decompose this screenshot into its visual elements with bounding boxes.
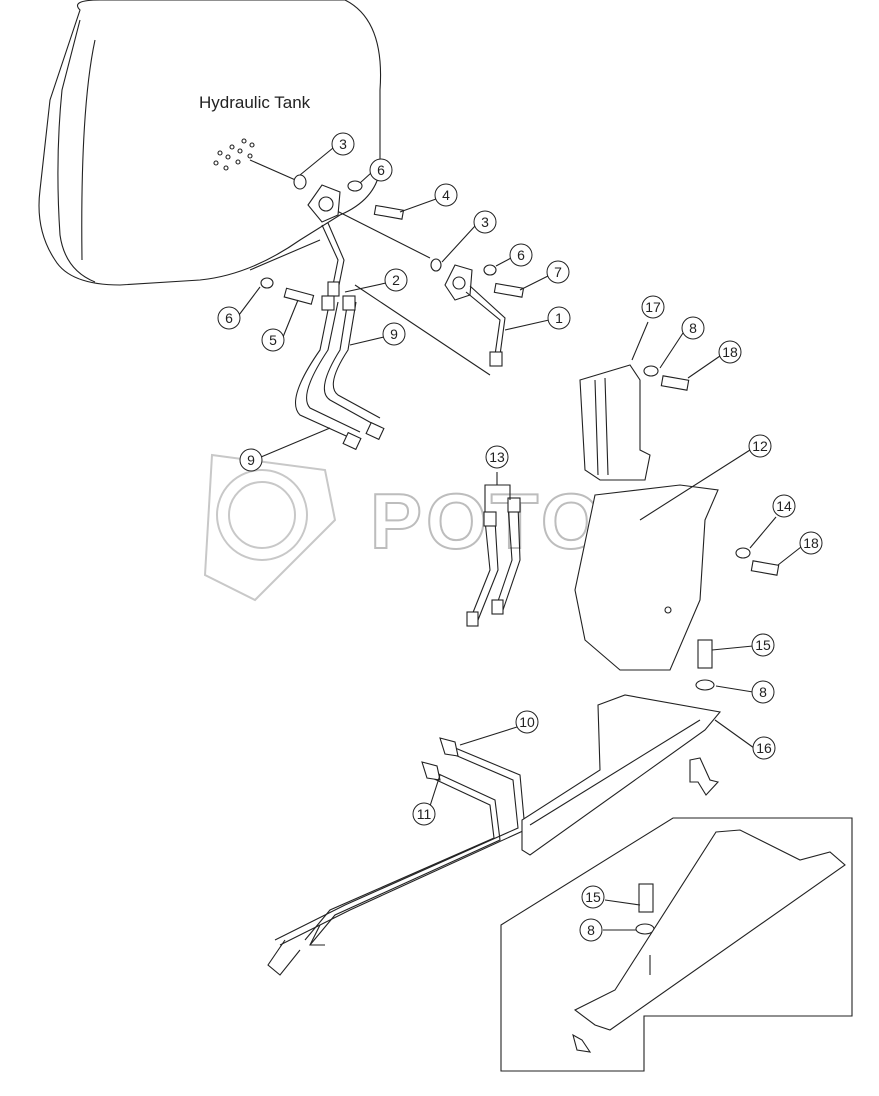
svg-text:1: 1 bbox=[555, 310, 563, 326]
callout-8: 8 bbox=[681, 316, 705, 340]
svg-text:15: 15 bbox=[755, 637, 771, 653]
svg-text:3: 3 bbox=[339, 136, 347, 152]
svg-text:8: 8 bbox=[689, 320, 697, 336]
callout-15: 15 bbox=[751, 633, 775, 657]
svg-text:5: 5 bbox=[269, 332, 277, 348]
callout-18: 18 bbox=[718, 340, 742, 364]
callout-5: 5 bbox=[261, 328, 285, 352]
callout-9: 9 bbox=[239, 448, 263, 472]
leader-lines bbox=[238, 147, 802, 931]
callout-7: 7 bbox=[546, 260, 570, 284]
brackets bbox=[521, 364, 722, 856]
svg-text:18: 18 bbox=[803, 535, 819, 551]
callout-12: 12 bbox=[748, 434, 772, 458]
tank-label: Hydraulic Tank bbox=[199, 93, 311, 112]
svg-text:9: 9 bbox=[390, 326, 398, 342]
svg-text:10: 10 bbox=[519, 714, 535, 730]
svg-text:18: 18 bbox=[722, 344, 738, 360]
callout-17: 17 bbox=[641, 295, 665, 319]
callout-6: 6 bbox=[509, 243, 533, 267]
callout-6: 6 bbox=[369, 158, 393, 182]
svg-text:6: 6 bbox=[225, 310, 233, 326]
svg-text:16: 16 bbox=[756, 740, 772, 756]
svg-text:6: 6 bbox=[517, 247, 525, 263]
callouts: 3 6 4 3 6 7 2 1 6 5 9 9 17 8 18 12 13 14… bbox=[217, 132, 823, 942]
callout-15: 15 bbox=[581, 885, 605, 909]
callout-3: 3 bbox=[473, 210, 497, 234]
svg-text:9: 9 bbox=[247, 452, 255, 468]
callout-18: 18 bbox=[799, 531, 823, 555]
callout-6: 6 bbox=[217, 306, 241, 330]
svg-text:2: 2 bbox=[392, 272, 400, 288]
callout-9: 9 bbox=[382, 322, 406, 346]
callout-13: 13 bbox=[485, 445, 509, 469]
callout-2: 2 bbox=[384, 268, 408, 292]
inset-detail bbox=[500, 817, 853, 1072]
callout-11: 11 bbox=[412, 802, 436, 826]
svg-text:17: 17 bbox=[645, 299, 661, 315]
svg-text:3: 3 bbox=[481, 214, 489, 230]
svg-text:8: 8 bbox=[587, 922, 595, 938]
callout-1: 1 bbox=[547, 306, 571, 330]
svg-text:6: 6 bbox=[377, 162, 385, 178]
hydraulic-tank: Hydraulic Tank bbox=[38, 0, 382, 286]
callout-8: 8 bbox=[579, 918, 603, 942]
svg-text:11: 11 bbox=[417, 806, 432, 822]
svg-text:12: 12 bbox=[752, 438, 768, 454]
svg-text:14: 14 bbox=[776, 498, 792, 514]
callout-4: 4 bbox=[434, 183, 458, 207]
svg-text:8: 8 bbox=[759, 684, 767, 700]
svg-text:13: 13 bbox=[489, 449, 505, 465]
callout-10: 10 bbox=[515, 710, 539, 734]
svg-text:7: 7 bbox=[554, 264, 562, 280]
callout-8: 8 bbox=[751, 680, 775, 704]
svg-text:4: 4 bbox=[442, 187, 450, 203]
callout-16: 16 bbox=[752, 736, 776, 760]
svg-text:15: 15 bbox=[585, 889, 601, 905]
fasteners bbox=[260, 180, 780, 935]
callout-3: 3 bbox=[331, 132, 355, 156]
callout-14: 14 bbox=[772, 494, 796, 518]
